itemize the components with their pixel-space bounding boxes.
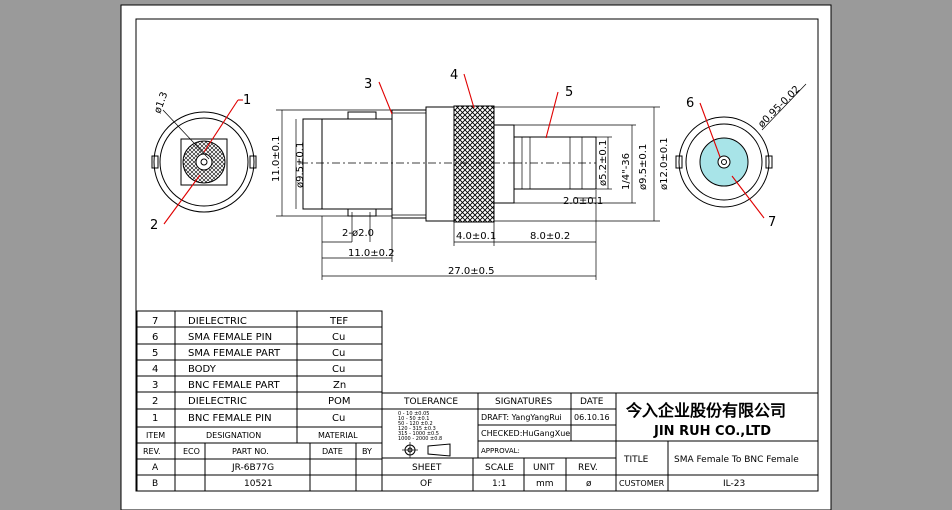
dim-d95a: ø9.5±0.1 xyxy=(295,142,306,188)
paper-sheet xyxy=(120,4,832,510)
bom-row-designation: BNC FEMALE PIN xyxy=(188,413,272,424)
dim-d2: 2-ø2.0 xyxy=(342,228,374,239)
dim-d95b: ø9.5±0.1 xyxy=(638,144,649,190)
bom-row-item: 7 xyxy=(152,316,158,327)
tolerance-row: 120 - 315 ±0.3 xyxy=(398,426,436,432)
callout-leaders xyxy=(163,73,765,225)
rev-header-eco: ECO xyxy=(183,447,200,456)
rev-value: ø xyxy=(586,479,592,489)
sheet-label: SHEET xyxy=(412,463,442,473)
rev-header-rev: REV. xyxy=(143,447,161,456)
dim-d52: ø5.2±0.1 xyxy=(598,140,609,186)
dim-d12: ø12.0±0.1 xyxy=(659,137,670,190)
tolerance-row: 0 - 10 ±0.05 xyxy=(398,411,429,417)
callout-5: 5 xyxy=(565,85,573,100)
rev-label: REV. xyxy=(578,463,598,473)
rev-header-by: BY xyxy=(362,447,372,456)
drawing-title: SMA Female To BNC Female xyxy=(674,455,799,465)
tolerance-row: 10 - 50 ±0.1 xyxy=(398,416,429,422)
bom-row-item: 1 xyxy=(152,413,158,424)
callout-3: 3 xyxy=(364,77,372,92)
rev-row-rev: A xyxy=(152,463,159,473)
bom-row-designation: DIELECTRIC xyxy=(188,316,247,327)
bom-header-designation: DESIGNATION xyxy=(206,431,261,440)
bom-row-material: Zn xyxy=(333,380,346,391)
rev-header-part-no: PART NO. xyxy=(232,447,269,456)
bom-row-designation: BNC FEMALE PART xyxy=(188,380,281,391)
bom-row-designation: SMA FEMALE PART xyxy=(188,348,281,359)
rev-row-rev: B xyxy=(152,479,158,489)
title-label: TITLE xyxy=(623,455,649,465)
callout-6: 6 xyxy=(686,96,694,111)
projection-symbol-icon xyxy=(402,442,451,458)
bom-row-material: Cu xyxy=(332,413,345,424)
dimension-lines xyxy=(162,83,807,280)
bom-row-item: 6 xyxy=(152,332,158,343)
bom-row-item: 3 xyxy=(152,380,158,391)
bom-row-item: 2 xyxy=(152,396,158,407)
tolerance-row: 50 - 120 ±0.2 xyxy=(398,421,433,427)
tolerance-row: 315 - 1000 ±0.5 xyxy=(398,431,439,437)
dim-l27: 27.0±0.5 xyxy=(448,266,495,277)
unit-value: mm xyxy=(536,479,554,489)
company-name-cn: 今入企业股份有限公司 xyxy=(625,401,786,420)
title-block-grid xyxy=(136,392,819,492)
rev-row-part-no: 10521 xyxy=(244,479,273,489)
connector-side-view xyxy=(300,105,597,223)
dim-l4: 4.0±0.1 xyxy=(456,231,496,242)
dim-l11: 11.0±0.2 xyxy=(348,248,395,259)
bom-header-material: MATERIAL xyxy=(318,431,358,440)
dim-l8: 8.0±0.2 xyxy=(530,231,570,242)
callout-2: 2 xyxy=(150,218,158,233)
bom-row-item: 4 xyxy=(152,364,158,375)
tolerance-row: 1000 - 2000 ±0.8 xyxy=(398,436,442,442)
bom-row-item: 5 xyxy=(152,348,158,359)
callout-7: 7 xyxy=(768,215,776,230)
bom-header-item: ITEM xyxy=(146,431,165,440)
signatures-label: SIGNATURES xyxy=(495,397,553,407)
company-name-en: JIN RUH CO.,LTD xyxy=(653,424,771,439)
bom-row-designation: DIELECTRIC xyxy=(188,396,247,407)
unit-label: UNIT xyxy=(533,463,555,473)
callout-1: 1 xyxy=(243,93,251,108)
dim-l2: 2.0±0.1 xyxy=(563,196,603,207)
rev-header-date: DATE xyxy=(322,447,343,456)
tolerance-label: TOLERANCE xyxy=(403,397,458,407)
bom-row-material: Cu xyxy=(332,348,345,359)
checked-signature: CHECKED:HuGangXue xyxy=(481,429,570,438)
draft-date: 06.10.16 xyxy=(574,413,610,422)
scale-label: SCALE xyxy=(485,463,514,473)
sma-end-view xyxy=(675,116,773,208)
scale-value: 1:1 xyxy=(492,479,506,489)
draft-signature: DRAFT: YangYangRui xyxy=(481,413,562,422)
dim-thread: 1/4"-36 xyxy=(621,153,632,190)
customer-label: CUSTOMER xyxy=(619,479,665,488)
callout-4: 4 xyxy=(450,68,458,83)
bom-row-material: Cu xyxy=(332,332,345,343)
bom-row-designation: BODY xyxy=(188,364,217,375)
approval-signature: APPROVAL: xyxy=(481,447,520,455)
bom-row-material: TEF xyxy=(329,316,348,327)
bom-row-material: Cu xyxy=(332,364,345,375)
dim-h11: 11.0±0.1 xyxy=(271,135,282,182)
bom-row-material: POM xyxy=(328,396,351,407)
customer-value: IL-23 xyxy=(723,479,745,489)
sheet-value: OF xyxy=(420,479,432,489)
date-label: DATE xyxy=(580,397,604,407)
bnc-end-view xyxy=(151,111,257,213)
bom-row-designation: SMA FEMALE PIN xyxy=(188,332,272,343)
rev-row-part-no: JR-6B77G xyxy=(231,463,274,473)
